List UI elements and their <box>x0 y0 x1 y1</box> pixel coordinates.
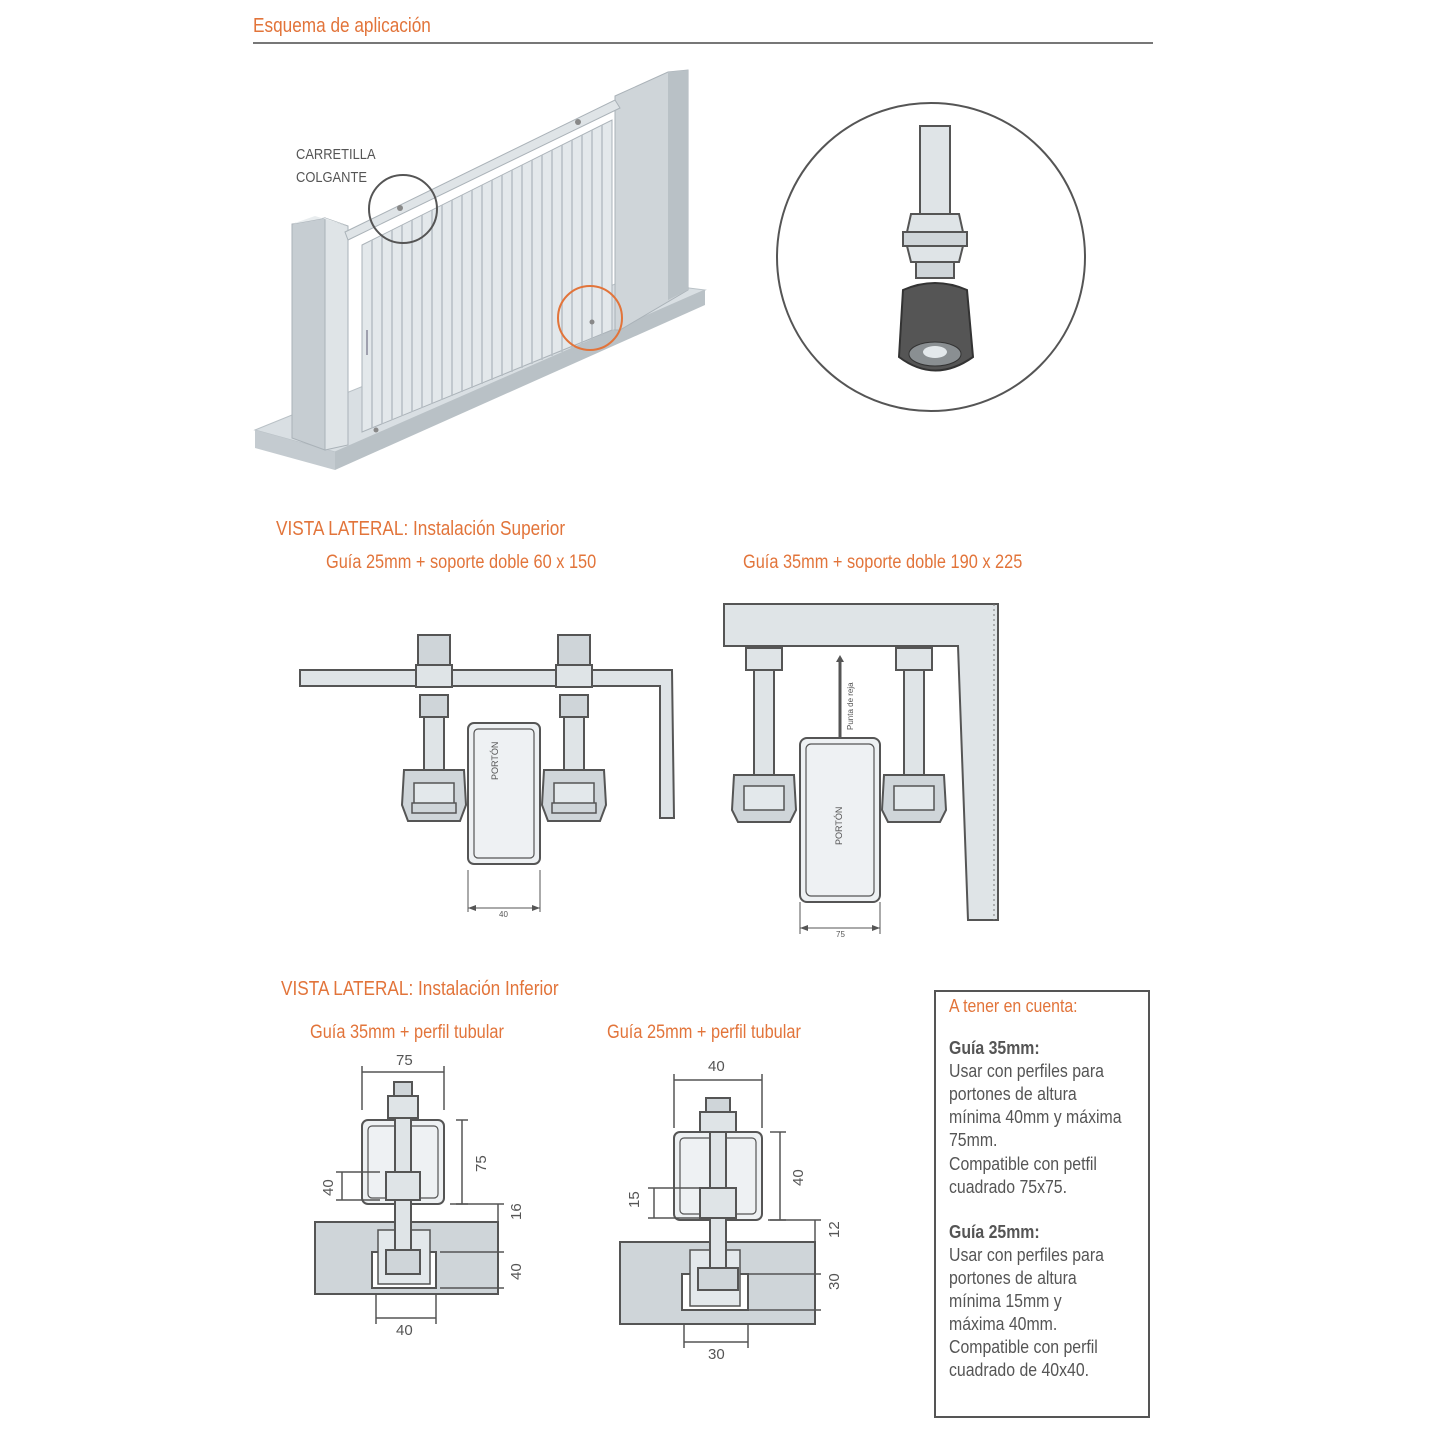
inferior-left-caption: Guía 35mm + perfil tubular <box>310 1022 504 1043</box>
dim-superior-left: 40 <box>499 910 508 919</box>
support-bracket-right <box>723 603 999 921</box>
dim-inf-right-gap: 12 <box>826 1221 843 1238</box>
dim-superior-right: 75 <box>836 930 845 939</box>
superior-title: VISTA LATERAL: Instalación Superior <box>276 518 566 540</box>
dim-inf-right-top: 40 <box>708 1058 725 1075</box>
dim-inf-left-right: 75 <box>473 1155 490 1172</box>
tube-profile-right <box>673 1131 763 1221</box>
guide25-line-2: portones de altura <box>949 1268 1077 1288</box>
guide25-line-4: máxima 40mm. <box>949 1314 1058 1334</box>
guide35-line-4: 75mm. <box>949 1130 998 1150</box>
header-divider <box>253 42 1153 44</box>
guide35-line-1: Usar con perfiles para <box>949 1061 1104 1081</box>
left-post <box>291 217 326 451</box>
carriage-label-line1: CARRETILLA <box>296 146 376 163</box>
guide25-line-6: cuadrado de 40x40. <box>949 1360 1090 1380</box>
dim-inf-left-top: 75 <box>396 1052 413 1069</box>
notes-title: A tener en cuenta: <box>949 996 1078 1016</box>
dim-inf-left-gap: 16 <box>508 1203 525 1220</box>
porton-label-right: PORTÓN <box>834 806 844 845</box>
porton-profile-left <box>467 722 541 865</box>
base-slab <box>253 279 707 453</box>
guide25-head: Guía 25mm: <box>949 1222 1040 1242</box>
dim-inf-left-left: 40 <box>320 1179 337 1196</box>
guide25-line-1: Usar con perfiles para <box>949 1245 1104 1265</box>
section-title: Esquema de aplicación <box>253 15 431 37</box>
top-rail <box>344 99 621 241</box>
tube-profile-left <box>361 1119 445 1205</box>
superior-left-caption: Guía 25mm + soporte doble 60 x 150 <box>326 552 597 573</box>
carriage-label-line2: COLGANTE <box>296 169 367 186</box>
hanging-carriage-callout <box>368 174 438 244</box>
guide25-line-3: mínima 15mm y <box>949 1291 1062 1311</box>
dim-inf-left-rail: 40 <box>508 1263 525 1280</box>
support-bracket-left <box>299 669 676 819</box>
porton-label-left: PORTÓN <box>490 741 500 780</box>
dim-inf-right-right: 40 <box>790 1169 807 1186</box>
superior-right-caption: Guía 35mm + soporte doble 190 x 225 <box>743 552 1023 573</box>
guide35-line-2: portones de altura <box>949 1084 1077 1104</box>
bottom-guide-callout <box>557 285 623 351</box>
wheel-detail-circle <box>776 102 1086 412</box>
dim-inf-right-bottom: 30 <box>708 1346 725 1363</box>
gate-panel <box>361 119 613 433</box>
guide35-line-3: mínima 40mm y máxima <box>949 1107 1122 1127</box>
inferior-title: VISTA LATERAL: Instalación Inferior <box>281 978 559 1000</box>
guide25-line-5: Compatible con perfil <box>949 1337 1098 1357</box>
floor-block-left <box>314 1221 499 1295</box>
notes-box <box>934 990 1150 1418</box>
guide35-line-5: Compatible con petfil <box>949 1154 1097 1174</box>
right-post <box>614 69 689 331</box>
dim-inf-right-left: 15 <box>626 1191 643 1208</box>
dim-inf-right-rail: 30 <box>826 1273 843 1290</box>
dim-inf-left-bottom: 40 <box>396 1322 413 1339</box>
punta-label: Punta de reja <box>846 682 855 730</box>
guide35-line-6: cuadrado 75x75. <box>949 1177 1068 1197</box>
floor-block-right <box>619 1241 816 1325</box>
guide35-head: Guía 35mm: <box>949 1038 1040 1058</box>
inferior-right-caption: Guía 25mm + perfil tubular <box>607 1022 801 1043</box>
